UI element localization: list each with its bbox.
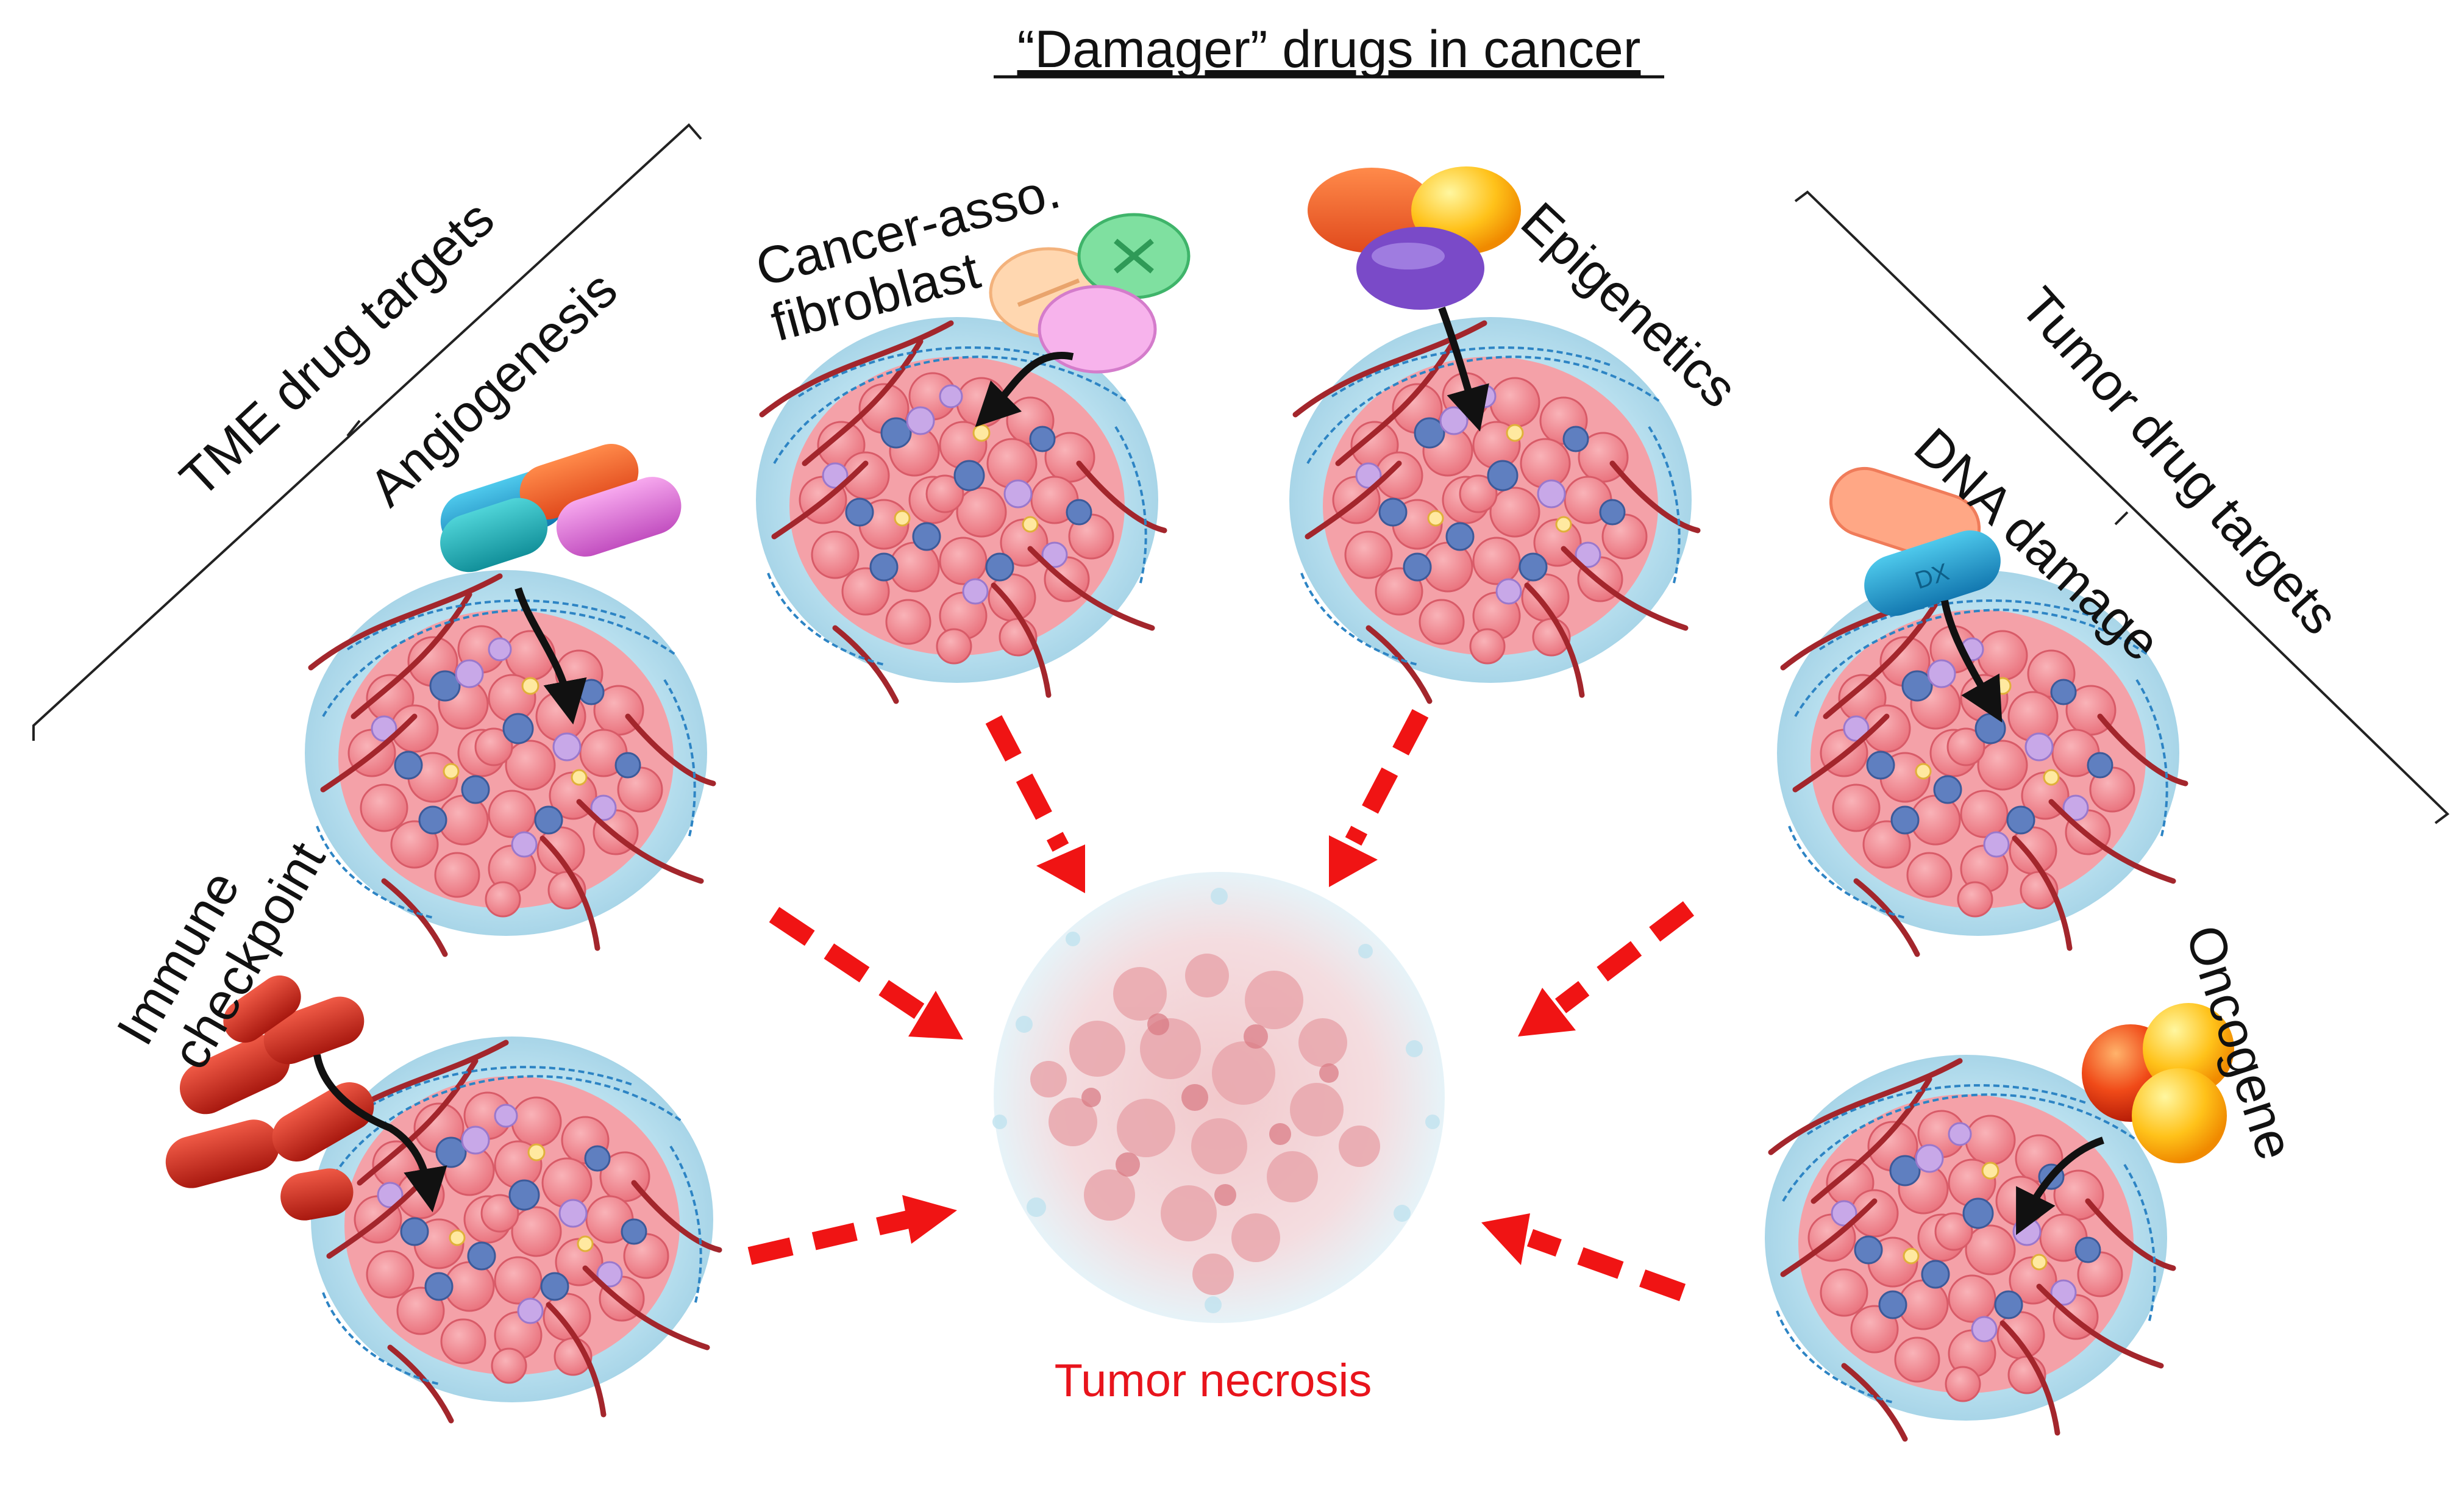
arrow-from-angiogenesis	[769, 907, 926, 1020]
convergence-arrowheads	[902, 835, 1576, 1265]
drug-arrow	[975, 352, 1074, 427]
arrow-from-immune	[747, 1210, 911, 1265]
necrotic-tumor	[992, 872, 1445, 1323]
spheres-icon	[2082, 1003, 2234, 1163]
diagram-title: “Damager” drugs in cancer	[1017, 20, 1641, 79]
arrow-from-epigenetics	[1345, 709, 1429, 846]
arrow-from-dna-damage	[1554, 901, 1695, 1013]
drug-arrow	[2016, 1136, 2104, 1235]
tumor-bracket	[1794, 190, 2450, 824]
tumor-epigenetics	[1289, 166, 1698, 701]
convergence-arrows	[747, 709, 1695, 1302]
tumor-oncogene	[1765, 1003, 2234, 1439]
tablet-capsule-icon: DX	[1829, 466, 2001, 616]
arrow-from-oncogene	[1526, 1229, 1686, 1302]
capsule-pills-icon	[440, 444, 682, 573]
tumor-dna-damage: DX	[1777, 466, 2185, 954]
drug-arrow	[515, 587, 587, 725]
necrosis-label: Tumor necrosis	[1055, 1355, 1372, 1407]
arrow-from-caf	[985, 715, 1069, 852]
drug-arrow	[1941, 599, 2003, 723]
oval-pills-icon	[1308, 166, 1521, 310]
tumor-immune-checkpoint	[165, 975, 719, 1421]
tumor-angiogenesis	[305, 444, 713, 954]
drug-arrow	[313, 1054, 447, 1213]
tablet-pills-icon	[989, 213, 1191, 374]
tme-bracket	[32, 123, 702, 741]
drug-arrow	[1438, 306, 1489, 432]
tumor-caf	[756, 213, 1191, 701]
